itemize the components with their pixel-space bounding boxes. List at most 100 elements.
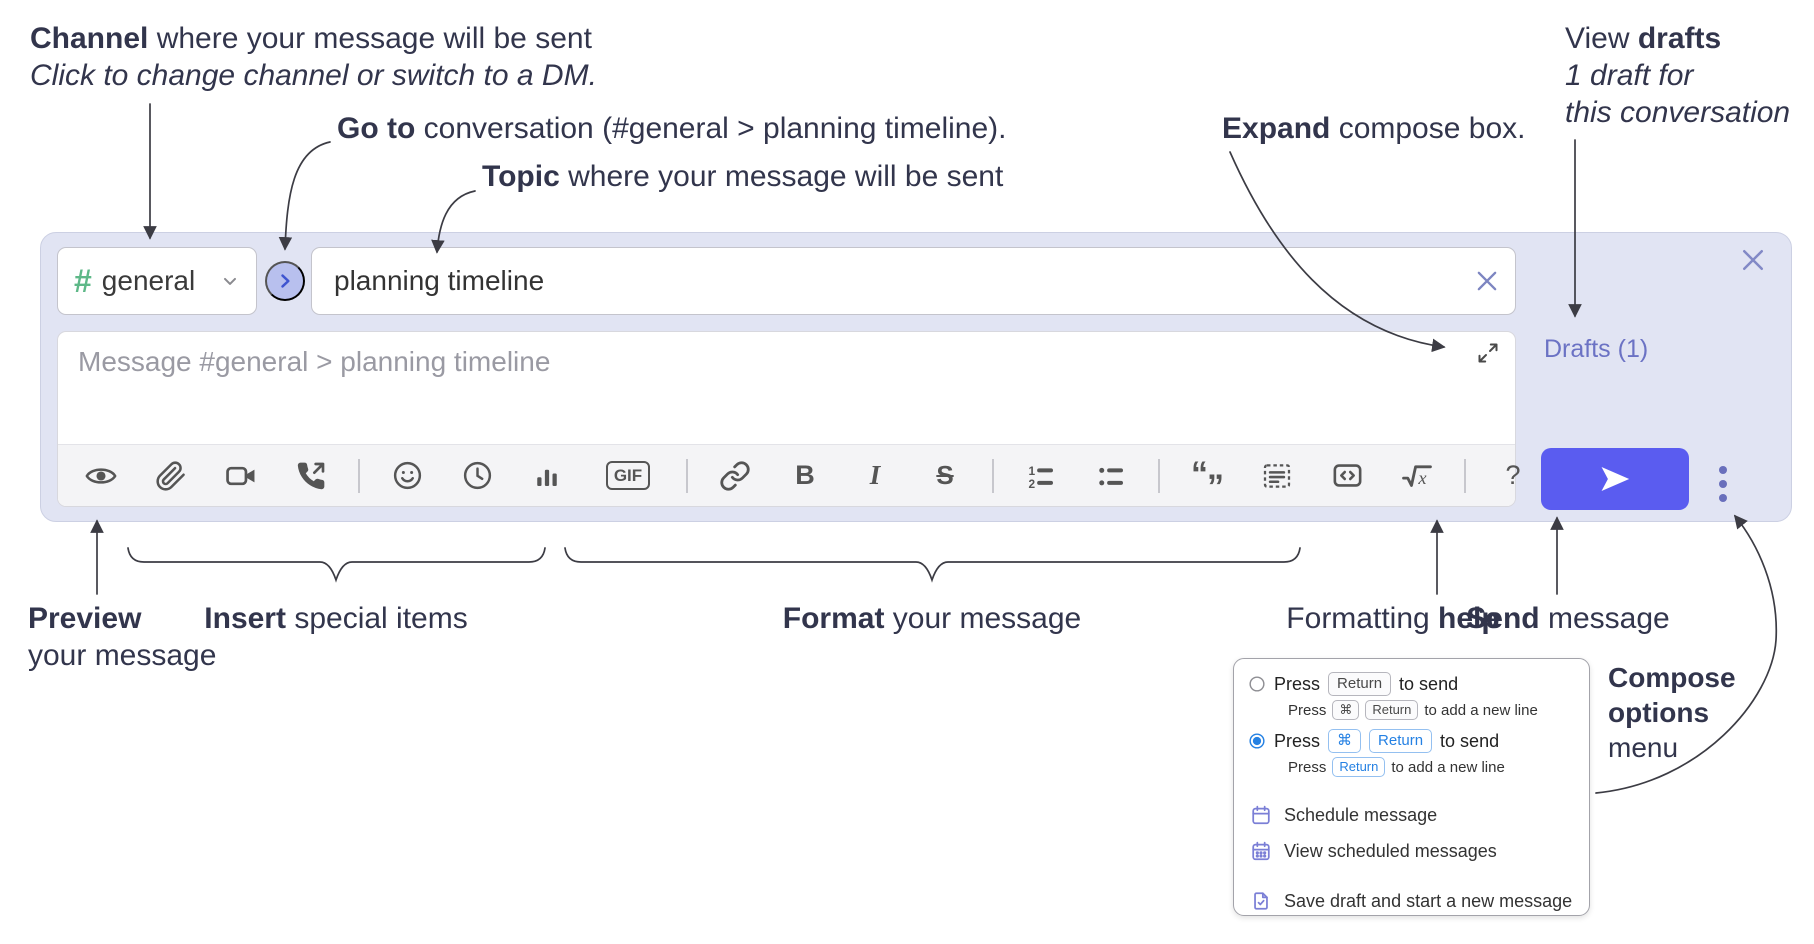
question-mark-icon: ? xyxy=(1505,460,1521,490)
poll-button[interactable] xyxy=(525,454,569,498)
gif-button[interactable]: GIF xyxy=(595,454,661,498)
vertical-dots-icon xyxy=(1719,480,1727,488)
clock-icon xyxy=(461,459,494,492)
compose-options-button[interactable] xyxy=(1713,461,1733,507)
channel-name: general xyxy=(101,265,196,296)
svg-text:x: x xyxy=(1417,467,1427,487)
svg-text:2: 2 xyxy=(1029,476,1036,490)
annotation-goto: Go to conversation (#general > planning … xyxy=(337,112,1007,145)
quote-button[interactable]: “ ” xyxy=(1185,454,1229,506)
key-return: Return xyxy=(1365,700,1419,720)
option-enter-sends[interactable]: Press Return to send Press ⌘ Return to a… xyxy=(1234,669,1589,726)
annotation-channel: Channel where your message will be sent … xyxy=(30,22,597,92)
drafts-link[interactable]: Drafts (1) xyxy=(1544,335,1649,363)
bar-chart-icon xyxy=(532,461,562,491)
svg-text:1: 1 xyxy=(1029,463,1036,477)
toolbar-divider xyxy=(1464,458,1466,493)
bulleted-list-button[interactable] xyxy=(1089,454,1133,498)
menu-item-view-scheduled[interactable]: View scheduled messages xyxy=(1234,833,1589,869)
topic-input[interactable] xyxy=(311,247,1516,315)
annotation-compose-options: Compose options menu xyxy=(1608,662,1736,763)
code-icon xyxy=(1331,459,1364,492)
send-button[interactable] xyxy=(1541,448,1689,510)
radio-unselected-icon xyxy=(1249,676,1265,692)
annotation-preview: Preview your message xyxy=(28,602,217,672)
brace-insert xyxy=(127,547,546,583)
annotation-formatting-help: Formatting help xyxy=(1286,602,1500,635)
annotation-view-drafts: View drafts 1 draft for this conversatio… xyxy=(1565,22,1791,129)
spoiler-button[interactable] xyxy=(1255,454,1299,498)
key-cmd: ⌘ xyxy=(1332,700,1360,720)
link-button[interactable] xyxy=(713,454,757,498)
spoiler-icon xyxy=(1261,460,1293,492)
code-button[interactable] xyxy=(1325,454,1369,498)
key-return: Return xyxy=(1328,672,1392,696)
eye-icon xyxy=(84,459,118,493)
calendar-grid-icon xyxy=(1250,840,1272,862)
bulleted-list-icon xyxy=(1096,461,1126,491)
strikethrough-icon: S xyxy=(936,460,954,490)
close-icon xyxy=(1738,245,1768,275)
attach-file-button[interactable] xyxy=(149,454,193,498)
annotation-send: Send message xyxy=(1466,602,1670,635)
vertical-dots-icon xyxy=(1719,494,1727,502)
link-icon xyxy=(719,460,751,492)
annotation-topic: Topic where your message will be sent xyxy=(482,160,1004,193)
message-area[interactable]: Message #general > planning timeline xyxy=(57,331,1521,507)
bold-button[interactable]: B xyxy=(783,454,827,498)
video-camera-icon xyxy=(224,459,258,493)
italic-icon: I xyxy=(869,460,881,490)
close-icon xyxy=(1473,267,1501,295)
menu-item-save-draft[interactable]: Save draft and start a new message xyxy=(1234,883,1589,919)
compose-options-menu: Press Return to send Press ⌘ Return to a… xyxy=(1233,658,1590,916)
annotation-expand: Expand compose box. xyxy=(1222,112,1526,145)
strikethrough-button[interactable]: S xyxy=(923,454,967,498)
phone-outgoing-icon xyxy=(295,460,327,492)
time-button[interactable] xyxy=(455,454,499,498)
preview-button[interactable] xyxy=(79,454,123,498)
chevron-down-icon xyxy=(220,271,240,291)
message-placeholder: Message #general > planning timeline xyxy=(78,346,551,377)
radio-selected-icon xyxy=(1249,733,1265,749)
channel-selector[interactable]: # general xyxy=(57,247,257,315)
goto-conversation-button[interactable] xyxy=(265,261,305,301)
vertical-dots-icon xyxy=(1719,466,1727,474)
video-call-button[interactable] xyxy=(219,454,263,498)
bold-icon: B xyxy=(795,460,815,490)
menu-item-schedule-message[interactable]: Schedule message xyxy=(1234,797,1589,833)
toolbar-divider xyxy=(992,458,994,493)
smiley-icon xyxy=(391,459,424,492)
math-button[interactable]: x xyxy=(1395,454,1439,498)
topic-field-wrap xyxy=(311,247,1516,315)
annotation-insert: Insert special items xyxy=(204,602,468,635)
audio-call-button[interactable] xyxy=(289,454,333,498)
option-cmd-enter-sends[interactable]: Press ⌘ Return to send Press Return to a… xyxy=(1234,726,1589,783)
brace-format xyxy=(564,547,1301,583)
annotation-format: Format your message xyxy=(782,602,1082,635)
toolbar-divider xyxy=(358,458,360,493)
message-formatting-help-button[interactable]: ? xyxy=(1491,454,1535,498)
quote-icon: “ ” xyxy=(1191,454,1224,506)
document-check-icon xyxy=(1250,890,1272,912)
gif-icon: GIF xyxy=(605,461,651,490)
calendar-icon xyxy=(1250,804,1272,826)
toolbar-divider xyxy=(1158,458,1160,493)
key-return: Return xyxy=(1369,729,1433,753)
chevron-right-icon xyxy=(275,271,295,291)
italic-button[interactable]: I xyxy=(853,454,897,498)
send-icon xyxy=(1598,462,1632,496)
expand-icon xyxy=(1476,341,1500,365)
emoji-button[interactable] xyxy=(385,454,429,498)
expand-compose-button[interactable] xyxy=(1473,338,1503,368)
paperclip-icon xyxy=(155,460,187,492)
toolbar-divider xyxy=(686,458,688,493)
channel-hash-icon: # xyxy=(74,263,92,299)
key-return: Return xyxy=(1332,757,1386,777)
compose-box: # general Message #genera xyxy=(40,232,1792,522)
compose-close-button[interactable] xyxy=(1737,244,1769,276)
topic-clear-button[interactable] xyxy=(1472,266,1502,296)
